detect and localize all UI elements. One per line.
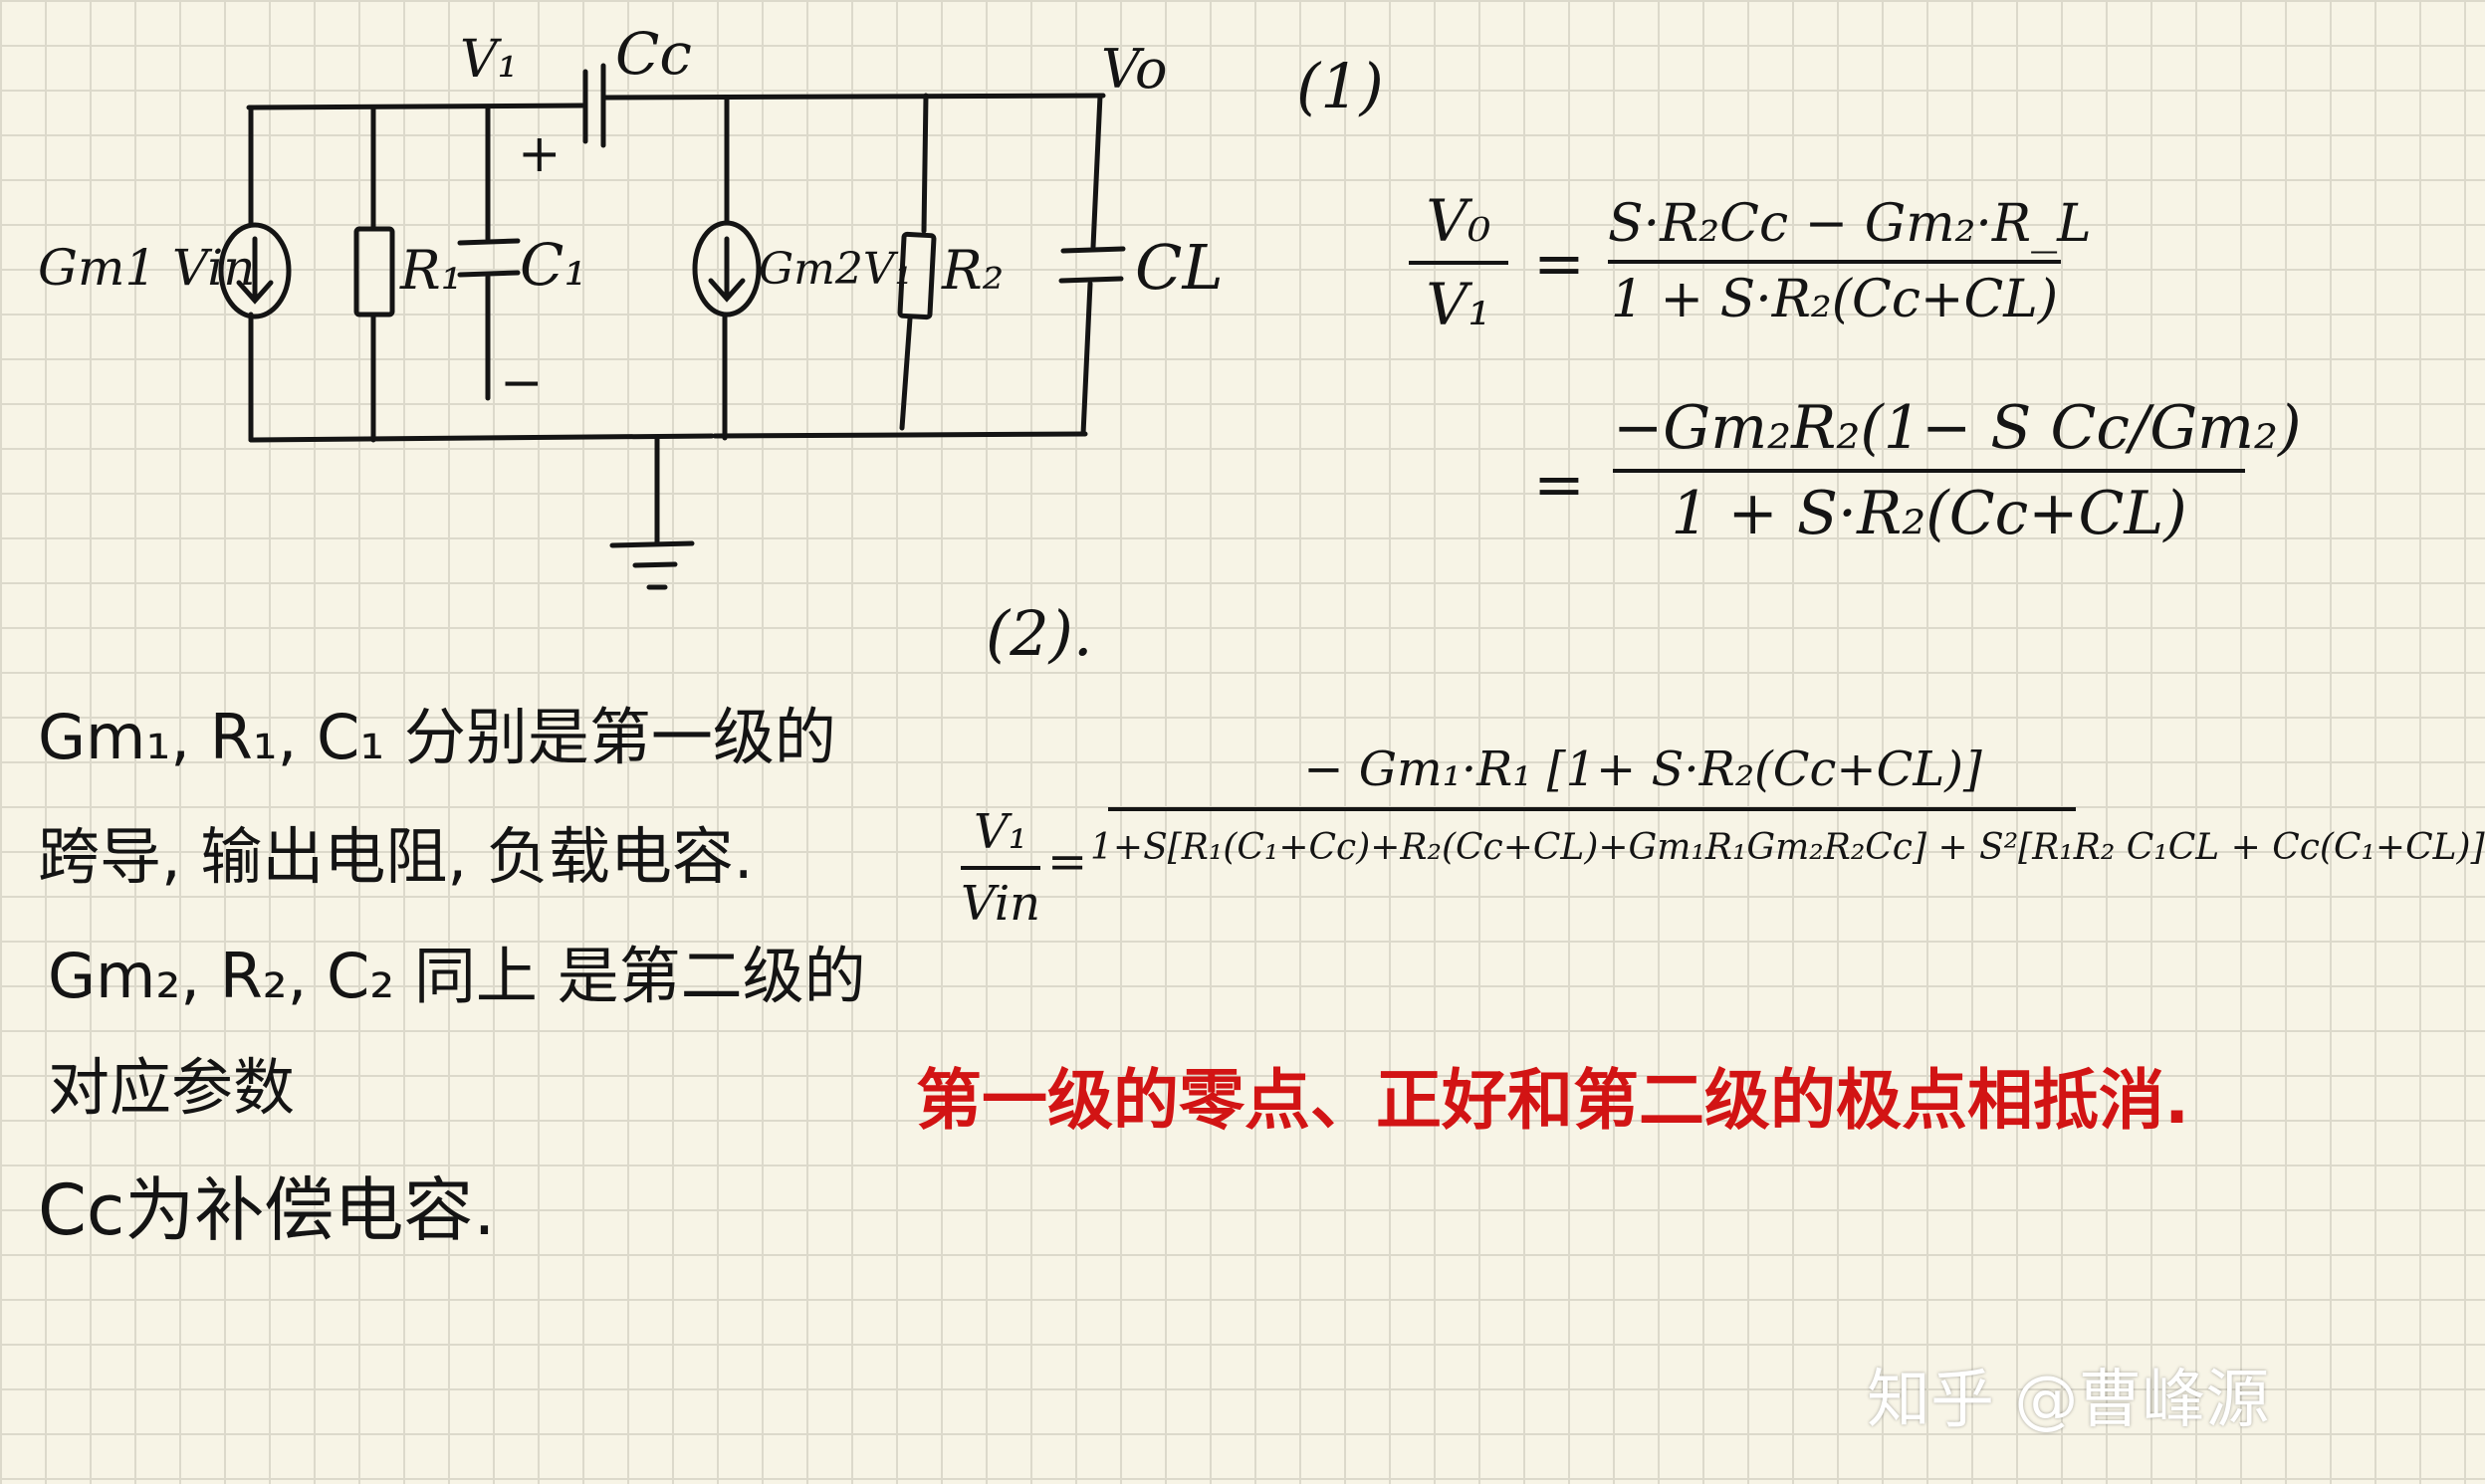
r1-body (353, 226, 395, 318)
part1-f1-den: 1 + S·R₂(Cc+CL) (1610, 270, 2059, 329)
notes-line-1: Gm₁, R₁, C₁ 分别是第一级的 (38, 701, 836, 773)
top-wire-right (602, 93, 1106, 101)
cc-label: Cc (615, 20, 692, 88)
r2-label: R₂ (942, 239, 1005, 302)
bottom-wire-left (248, 433, 715, 443)
notes-line-5: Cc为补偿电容. (38, 1169, 496, 1251)
circuit-diagram (218, 63, 1126, 590)
source2-circle (692, 220, 762, 318)
part2-label: (2). (986, 597, 1093, 670)
source1-arrow (236, 236, 274, 305)
part1-eq2: = (1533, 448, 1585, 521)
part2-num: − Gm₁·R₁ [1+ S·R₂(Cc+CL)] (1303, 742, 1982, 797)
fraction-bar (961, 866, 1040, 870)
part2-lhs-den: Vin (961, 876, 1041, 932)
source1-circle (218, 222, 292, 319)
source1-label: Gm1 Vin (38, 239, 256, 297)
wire-source2 (722, 95, 730, 441)
part1-f1-num: S·R₂Cc − Gm₂·R_L (1608, 194, 2092, 254)
part1-label: (1) (1296, 50, 1384, 122)
part1-lhs-den: V₁ (1426, 271, 1491, 338)
cl-label: CL (1135, 231, 1224, 304)
c1-plate-top (457, 238, 521, 246)
part2-lhs-num: V₁ (974, 804, 1027, 860)
bottom-wire-right (712, 431, 1088, 439)
notes-line-3: Gm₂, R₂, C₂ 同上 是第二级的 (48, 940, 866, 1012)
ground-sym (609, 540, 695, 590)
part2-lhs-fraction: V₁ Vin (961, 804, 1040, 932)
part1-f2-num: −Gm₂R₂(1− S Cc/Gm₂) (1613, 393, 2302, 463)
part2-fraction: − Gm₁·R₁ [1+ S·R₂(Cc+CL)] 1+S[R₁(C₁+Cc)+… (1090, 742, 2485, 868)
fraction-bar (1608, 260, 2061, 264)
part1-f2-den: 1 + S·R₂(Cc+CL) (1671, 479, 2187, 548)
part2-eq: = (1047, 834, 1088, 890)
conclusion-text: 第一级的零点、正好和第二级的极点相抵消. (916, 1062, 2190, 1139)
r2-body (897, 231, 937, 320)
wire-cl (1080, 93, 1103, 437)
notes-line-2: 跨导, 输出电阻, 负载电容. (38, 820, 754, 893)
part1-eq1: = (1533, 227, 1585, 300)
fraction-bar (1409, 261, 1508, 265)
cl-plate-top (1060, 246, 1126, 254)
source2-label: Gm2V₁ (759, 244, 913, 295)
fraction-bar (1613, 469, 2245, 473)
node-vo-label: Vo (1101, 38, 1168, 101)
watermark-text: 知乎 @曹峰源 (1867, 1364, 2270, 1437)
part1-lhs-fraction: V₀ V₁ (1409, 187, 1508, 338)
notes-line-4: 对应参数 (48, 1051, 296, 1124)
minus-label: − (500, 353, 544, 413)
r1-label: R₁ (400, 239, 463, 302)
wire-r2 (899, 93, 929, 431)
c1-label: C₁ (520, 231, 587, 299)
node-v1-label: V₁ (460, 30, 519, 90)
part2-den: 1+S[R₁(C₁+Cc)+R₂(Cc+CL)+Gm₁R₁Gm₂R₂Cc] + … (1090, 827, 2485, 868)
source2-arrow (708, 236, 746, 303)
c1-plate-bottom (457, 270, 521, 278)
part1-lhs-num: V₀ (1426, 187, 1491, 255)
plus-label: + (518, 124, 562, 184)
cl-plate-bottom (1058, 276, 1124, 284)
top-wire-left (246, 103, 585, 110)
part1-fraction2: −Gm₂R₂(1− S Cc/Gm₂) 1 + S·R₂(Cc+CL) (1613, 393, 2302, 548)
fraction-bar (1108, 807, 2076, 811)
part1-fraction1: S·R₂Cc − Gm₂·R_L 1 + S·R₂(Cc+CL) (1608, 194, 2092, 329)
